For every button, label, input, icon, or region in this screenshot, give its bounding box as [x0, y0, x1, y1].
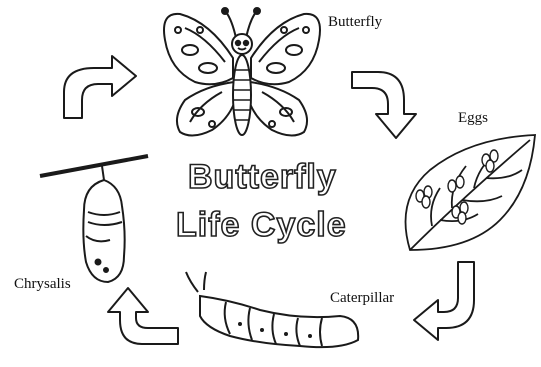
- chrysalis-icon: [40, 156, 148, 282]
- curved-arrow-icon: [352, 72, 416, 138]
- curved-arrow-icon: [108, 288, 178, 344]
- curved-arrow-icon: [64, 56, 136, 118]
- stage-label-caterpillar: Caterpillar: [330, 290, 394, 307]
- butterfly-icon: [164, 8, 320, 136]
- title-line-1: Butterfly: [188, 158, 337, 197]
- curved-arrow-icon: [414, 262, 474, 340]
- stage-label-chrysalis: Chrysalis: [14, 276, 71, 293]
- stage-label-eggs: Eggs: [458, 110, 488, 127]
- title-line-2: Life Cycle: [176, 206, 347, 245]
- stage-label-butterfly: Butterfly: [328, 14, 382, 31]
- leaf-with-eggs-icon: [406, 135, 536, 250]
- caterpillar-icon: [186, 272, 358, 347]
